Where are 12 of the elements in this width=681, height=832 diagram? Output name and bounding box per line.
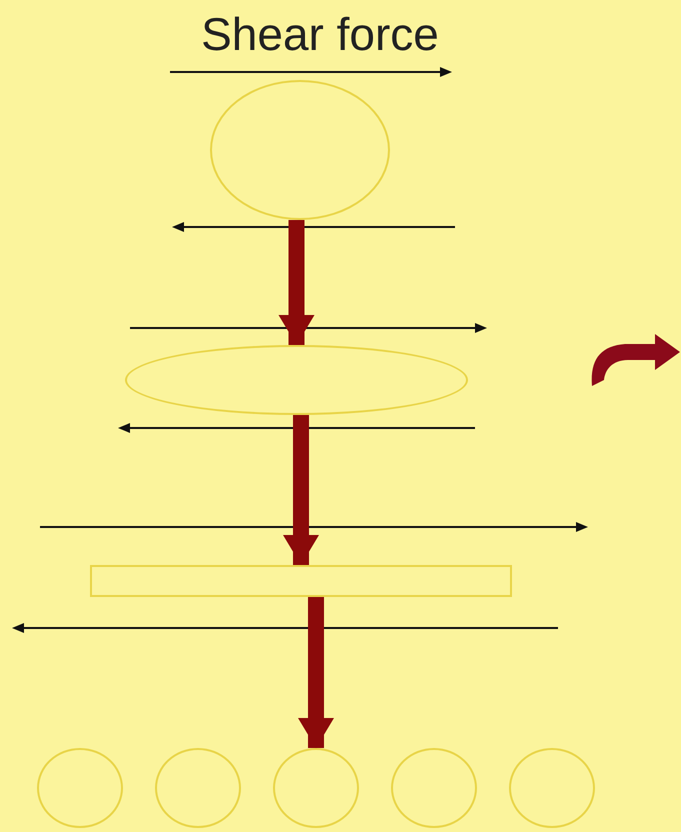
title: Shear force [200,7,440,62]
block-arrow [298,597,334,748]
ellipse-outline [125,345,468,415]
circle-outline [509,748,595,828]
circle-outline [37,748,123,828]
block-arrow [283,415,319,565]
bar-outline [90,565,512,597]
circle-outline [210,80,390,220]
circle-outline [155,748,241,828]
circle-outline [391,748,477,828]
circle-outline [273,748,359,828]
block-arrow [278,220,314,345]
